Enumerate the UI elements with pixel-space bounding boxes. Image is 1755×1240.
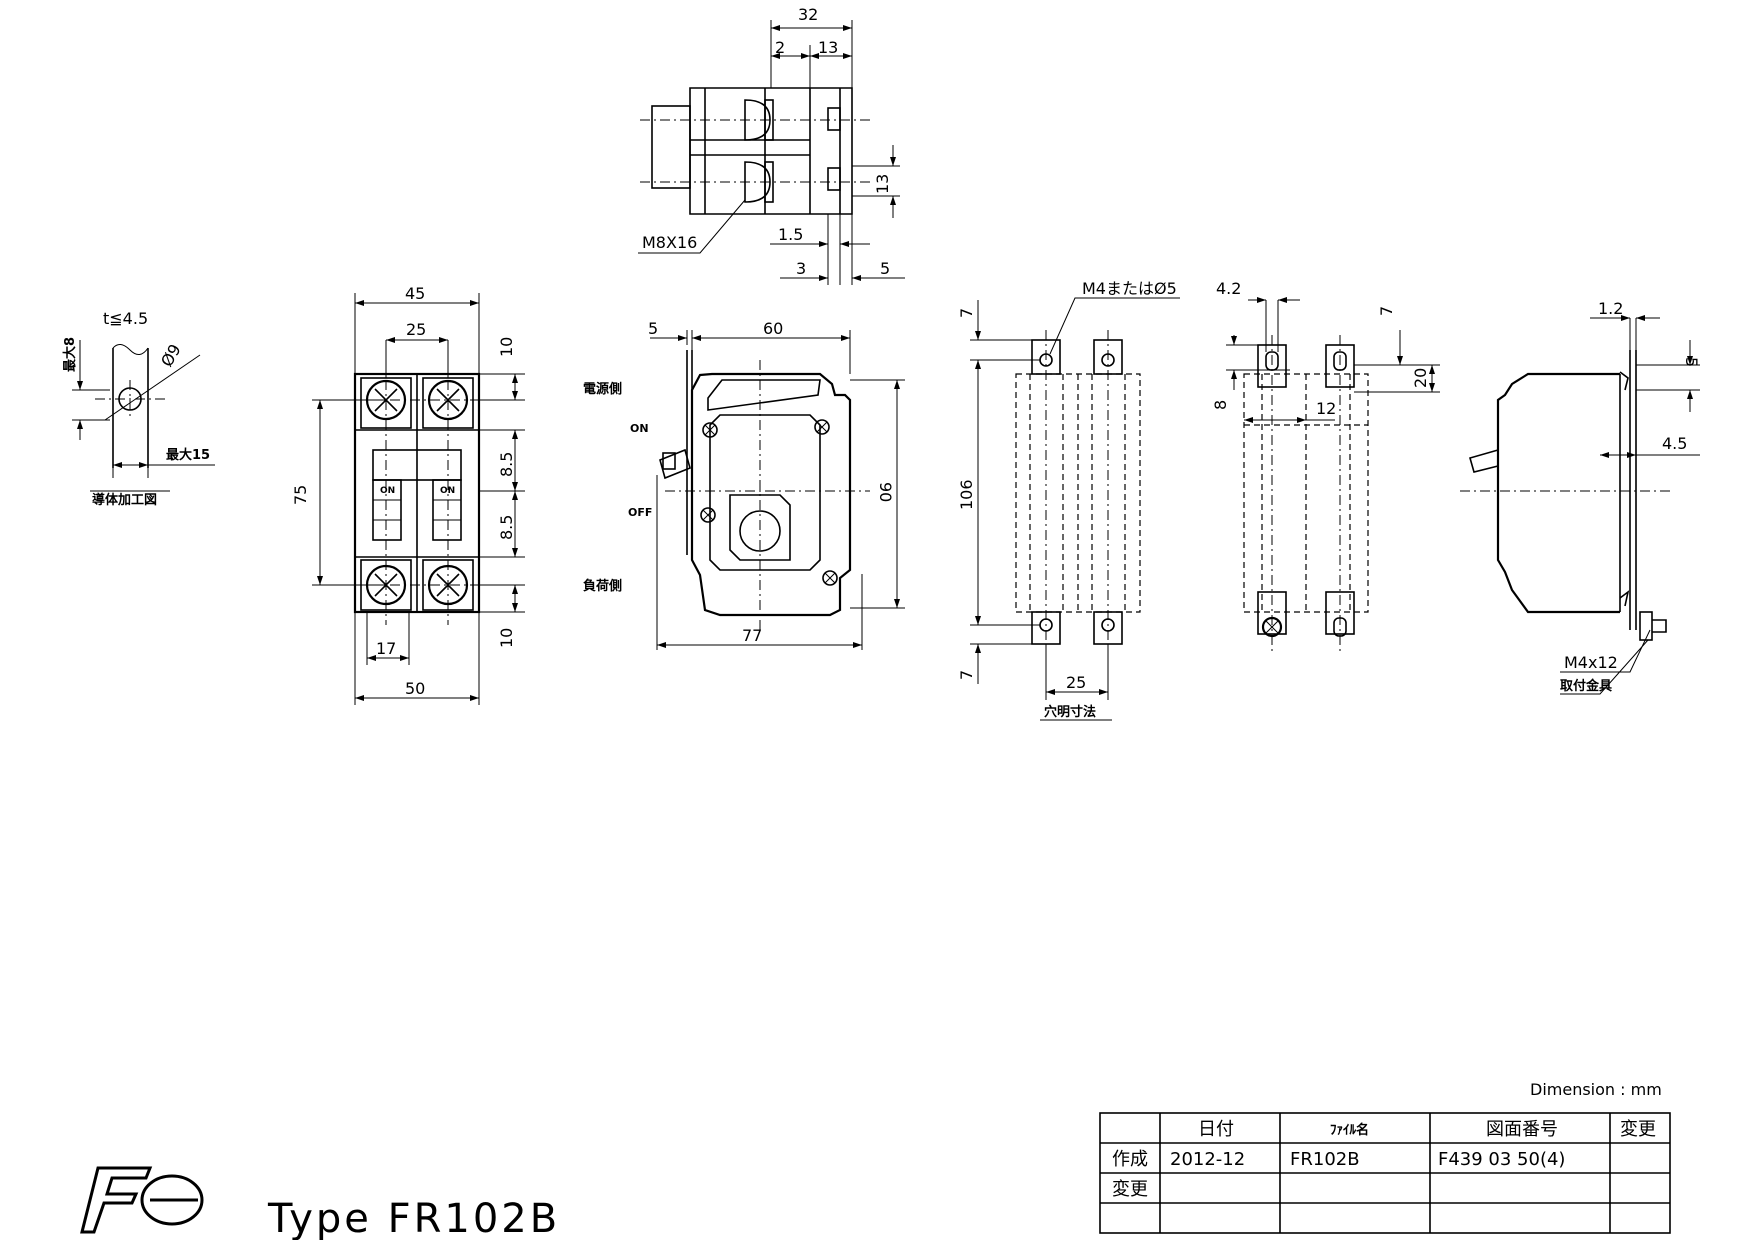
- row2-label: 変更: [1112, 1179, 1148, 1200]
- dim-5-right: 5: [1682, 357, 1701, 367]
- m4-or-5-label: M4またはØ5: [1082, 279, 1177, 298]
- dim-90: 90: [876, 482, 895, 502]
- dim-5-top: 5: [880, 259, 890, 278]
- line-side-label: 電源側: [583, 381, 622, 397]
- dim-13-side: 13: [873, 174, 892, 194]
- dim-25: 25: [406, 320, 426, 339]
- dim-85-b: 8.5: [497, 515, 516, 540]
- dim-106: 106: [957, 479, 976, 510]
- dim-10-bottom: 10: [497, 628, 516, 648]
- header-change: 変更: [1620, 1119, 1656, 1140]
- dim-42: 4.2: [1216, 279, 1241, 298]
- front-on-right: ON: [440, 486, 455, 496]
- max15-label: 最大15: [166, 447, 210, 463]
- panel-hole-view: 7 106 7 25 M4またはØ5 穴明寸法: [957, 279, 1180, 721]
- dim-50: 50: [405, 679, 425, 698]
- dim-15: 1.5: [778, 225, 803, 244]
- row1-drawing-no: F439 03 50(4): [1438, 1149, 1565, 1170]
- dim-3: 3: [796, 259, 806, 278]
- dim-45: 45: [405, 284, 425, 303]
- type-title: Type FR102B: [267, 1196, 560, 1240]
- dim-7-rear: 7: [1377, 306, 1396, 316]
- thickness-label: t≦4.5: [103, 309, 148, 328]
- right-side-view: 1.2 5 4.5 M4x12 取付金具: [1460, 299, 1701, 695]
- m8x16-label: M8X16: [642, 233, 697, 252]
- header-drawing-no: 図面番号: [1486, 1119, 1558, 1140]
- on-label: ON: [630, 422, 649, 435]
- max8-label: 最大8: [62, 337, 78, 372]
- dim-7-top: 7: [957, 308, 976, 318]
- rear-view: 4.2 7 20 8 12: [1211, 279, 1440, 655]
- front-on-left: ON: [380, 486, 395, 496]
- conductor-detail: t≦4.5 Ø9 最大8 最大15 導体加工図: [62, 309, 215, 508]
- phi9-label: Ø9: [157, 341, 185, 370]
- dim-25-holes: 25: [1066, 673, 1086, 692]
- off-label: OFF: [628, 506, 652, 519]
- header-file: ﾌｧｲﾙ名: [1330, 1122, 1369, 1138]
- title-block-table: 日付 ﾌｧｲﾙ名 図面番号 変更 作成 2012-12 FR102B F439 …: [1099, 1112, 1671, 1234]
- units-note: Dimension : mm: [1530, 1080, 1662, 1099]
- mount-bracket-label: 取付金具: [1560, 678, 1612, 694]
- load-side-label: 負荷側: [583, 578, 622, 594]
- dim-13-top: 13: [818, 38, 838, 57]
- dim-32: 32: [798, 5, 818, 24]
- dim-77: 77: [742, 626, 762, 645]
- dim-20: 20: [1411, 368, 1430, 388]
- dim-12: 12: [1316, 399, 1336, 418]
- row1-file: FR102B: [1290, 1149, 1360, 1170]
- dim-2: 2: [775, 38, 785, 57]
- dim-85-a: 8.5: [497, 452, 516, 477]
- header-date: 日付: [1198, 1119, 1234, 1140]
- dim-17: 17: [376, 639, 396, 658]
- dim-7-bottom: 7: [957, 670, 976, 680]
- m4x12-label: M4x12: [1564, 653, 1618, 672]
- dim-8: 8: [1211, 400, 1230, 410]
- dim-75: 75: [291, 485, 310, 505]
- dim-4-5: 4.5: [1662, 434, 1687, 453]
- row1-date: 2012-12: [1170, 1149, 1245, 1170]
- hole-dims-label: 穴明寸法: [1044, 704, 1096, 720]
- dim-5-side: 5: [648, 319, 658, 338]
- top-view: 32 2 13 13 1.5 3 5 M8X16: [638, 5, 905, 285]
- conductor-label: 導体加工図: [92, 492, 157, 508]
- dim-1-2: 1.2: [1598, 299, 1623, 318]
- fe-logo: [80, 1166, 204, 1234]
- dim-10-top: 10: [497, 337, 516, 357]
- row1-label: 作成: [1112, 1149, 1148, 1170]
- side-view: 5 60 90 77 電源側 ON OFF 負荷側: [583, 319, 905, 650]
- front-view: ON ON 45 25 10 8.5 8.5 10 75 17 50: [291, 284, 525, 705]
- dim-60: 60: [763, 319, 783, 338]
